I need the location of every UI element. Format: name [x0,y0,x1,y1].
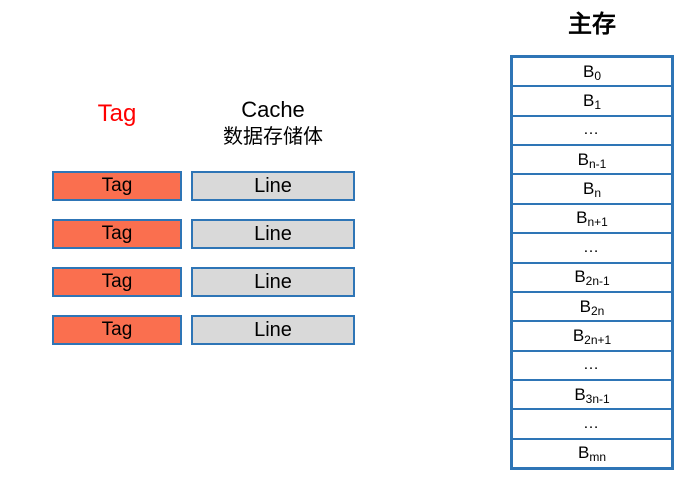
cache-line-cell[interactable]: Line [191,171,355,201]
memory-block-subscript: 0 [594,68,602,83]
memory-block-label: … [583,121,601,139]
cache-row: Tag Line [0,315,400,345]
cache-header-line1: Cache [241,97,305,122]
cache-tag-cell[interactable]: Tag [52,171,182,201]
memory-block-label: B [576,208,588,228]
memory-block-label: B [572,325,585,345]
cache-line-cell[interactable]: Line [191,219,355,249]
memory-block-label: B [582,61,595,81]
memory-block-subscript: n [594,186,602,201]
memory-block-cell[interactable]: … [513,352,671,381]
main-memory-title: 主存 [568,11,616,38]
memory-block-subscript: mn [589,450,606,465]
memory-block-subscript: n+1 [587,215,608,230]
cache-data-column-header: Cache 数据存储体 [190,96,356,150]
cache-tag-cell[interactable]: Tag [52,219,182,249]
memory-block-label: B [577,149,589,169]
memory-block-cell[interactable]: … [513,234,671,264]
cache-row: Tag Line [0,267,400,297]
memory-block-label: … [583,238,601,256]
memory-block-subscript: n-1 [589,156,607,171]
cache-line-cell[interactable]: Line [191,267,355,297]
cache-tag-cell[interactable]: Tag [52,315,182,345]
memory-block-cell[interactable]: … [513,117,671,147]
memory-block-label: B [577,443,590,463]
cache-header-line2: 数据存储体 [223,126,323,148]
memory-block-subscript: 2n+1 [584,332,612,347]
cache-line-cell[interactable]: Line [191,315,355,345]
memory-block-label: … [583,414,601,432]
memory-block-cell[interactable]: … [513,410,671,440]
memory-block-label: B [574,267,586,287]
cache-headers: Tag Cache 数据存储体 [0,96,400,166]
memory-block-label: B [582,179,595,199]
cache-tag-cell[interactable]: Tag [52,267,182,297]
cache-row: Tag Line [0,219,400,249]
memory-block-subscript: 2n-1 [585,274,610,289]
tag-column-header: Tag [97,100,137,127]
cache-row: Tag Line [0,171,400,201]
memory-block-subscript: 2n [590,303,605,318]
memory-block-label: … [583,356,601,374]
memory-block-subscript: 1 [594,98,602,113]
memory-block-subscript: 3n-1 [585,391,610,406]
memory-block-label: B [574,384,586,404]
memory-block-label: B [579,296,591,316]
memory-block-label: B [582,91,595,111]
